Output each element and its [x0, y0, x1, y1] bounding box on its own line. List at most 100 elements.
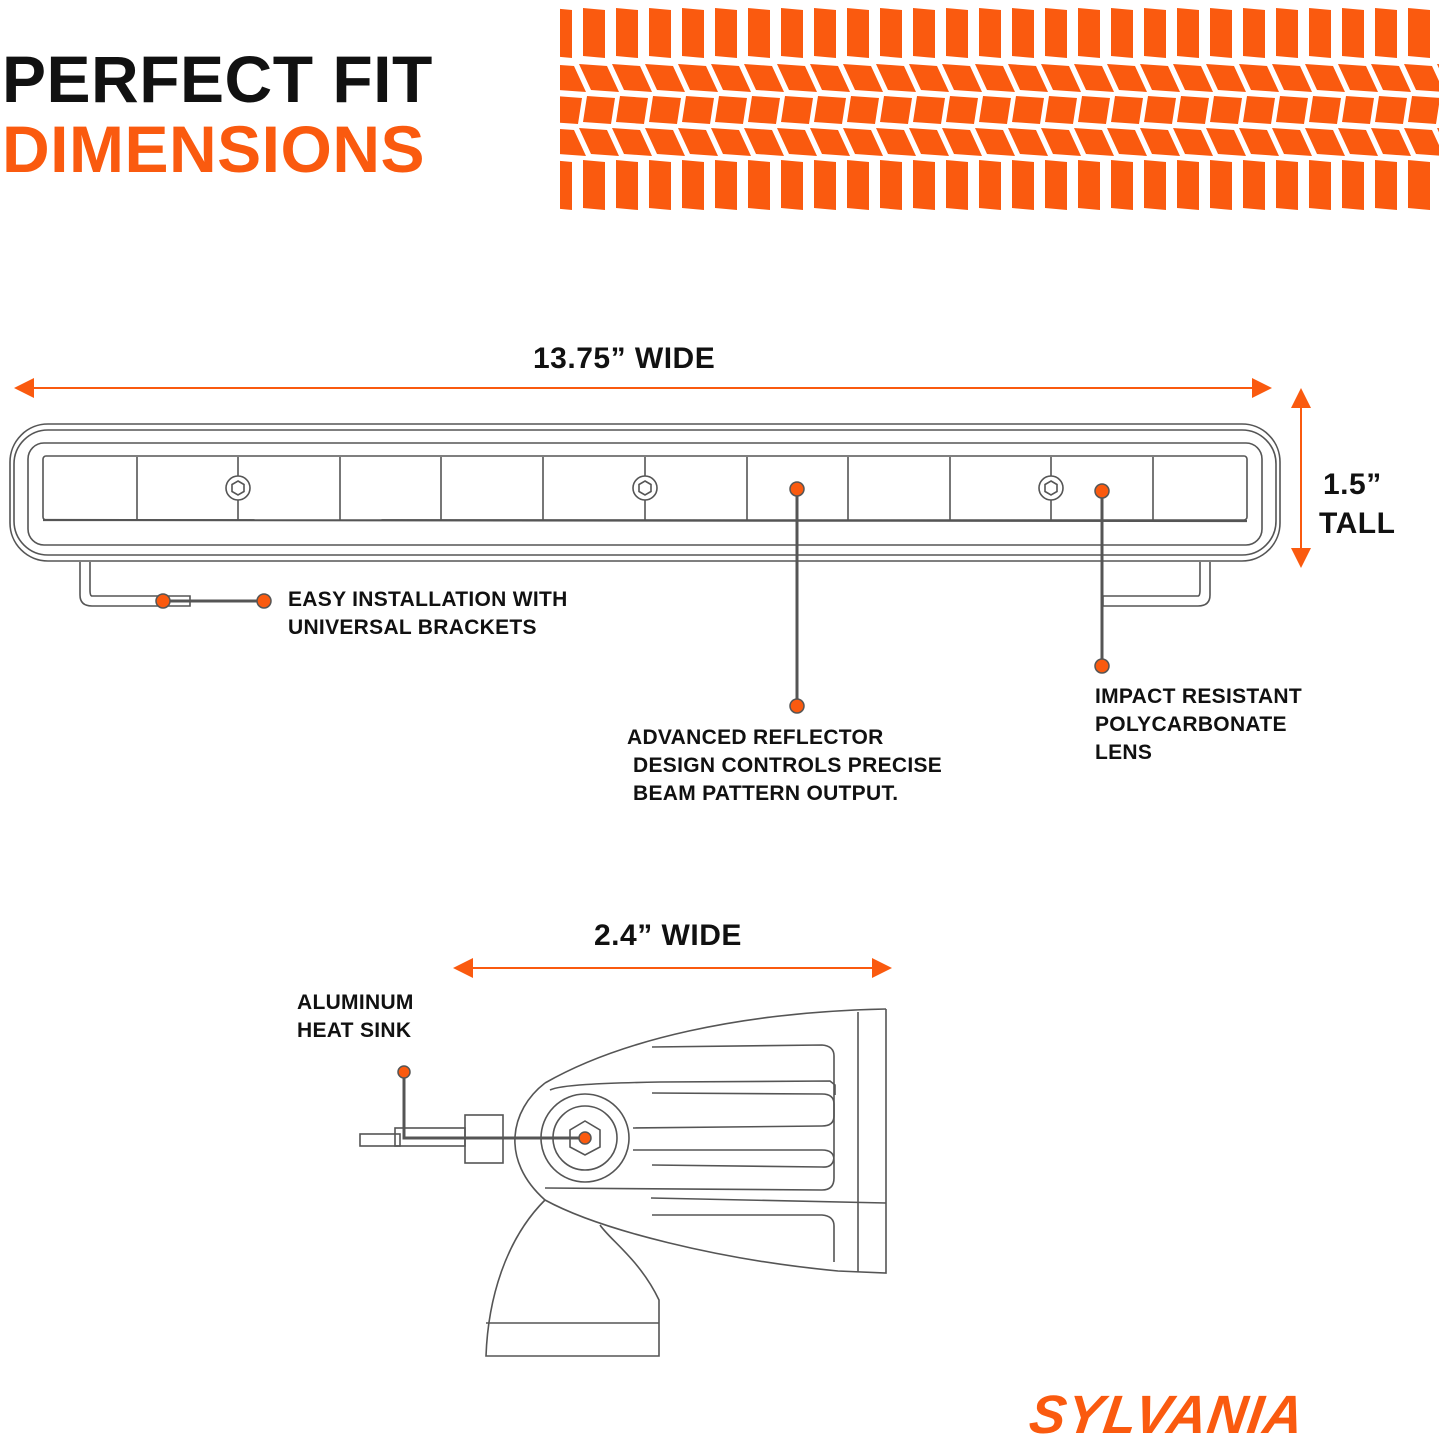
callout-dots [155, 481, 1110, 1145]
tread-block [1045, 160, 1067, 210]
tread-block [946, 160, 968, 210]
tread-block [1305, 64, 1345, 92]
headline-perfect-fit: PERFECT FIT [2, 42, 433, 116]
tread-block [909, 128, 949, 156]
tread-block [1206, 64, 1246, 92]
tread-block [942, 64, 982, 92]
callout-reflector: ADVANCED REFLECTOR DESIGN CONTROLS PRECI… [627, 724, 942, 808]
tread-block [1045, 96, 1077, 124]
tread-block [1408, 160, 1430, 210]
tread-block [1111, 160, 1133, 210]
tread-block [1078, 8, 1100, 58]
bar-height-label-line2: TALL [1319, 507, 1396, 540]
tread-block [583, 160, 605, 210]
tread-block [715, 96, 747, 124]
tread-block [777, 64, 817, 92]
tread-block [975, 128, 1015, 156]
tread-block [979, 96, 1011, 124]
tread-block [1144, 96, 1176, 124]
tread-block [1210, 8, 1232, 58]
callout-lens-line1: IMPACT RESISTANT [1095, 685, 1303, 708]
callout-heatsink-line1: ALUMINUM [297, 991, 414, 1014]
callout-dot-reflector-top [789, 481, 805, 497]
tread-block [880, 96, 912, 124]
tread-block [579, 64, 619, 92]
tread-block [1206, 128, 1246, 156]
tread-block [1375, 8, 1397, 58]
tread-block [715, 160, 737, 210]
callout-dot-heatsink-bolt [578, 1131, 592, 1145]
tread-block [781, 160, 803, 210]
tread-block [1177, 160, 1199, 210]
tread-block [1107, 64, 1147, 92]
tread-block [1173, 128, 1213, 156]
tread-block [880, 160, 902, 210]
bar-width-label: 13.75” WIDE [533, 342, 716, 375]
tread-block [880, 8, 902, 58]
tread-block [744, 64, 784, 92]
tread-block [1309, 8, 1331, 58]
tread-block [1045, 8, 1067, 58]
tread-block [560, 160, 572, 210]
callout-lens: IMPACT RESISTANT POLYCARBONATE LENS [1095, 683, 1302, 767]
tread-block [1111, 8, 1133, 58]
tread-block [583, 8, 605, 58]
tread-block [1408, 8, 1430, 58]
tread-block [1342, 8, 1364, 58]
tread-block [777, 128, 817, 156]
tread-block [583, 96, 615, 124]
tread-block [814, 160, 836, 210]
tread-block [975, 64, 1015, 92]
callout-leaders [163, 489, 1104, 1140]
callout-lens-line2: POLYCARBONATE [1095, 713, 1287, 736]
tread-block [616, 160, 638, 210]
tread-block [1008, 64, 1048, 92]
tread-block [847, 8, 869, 58]
tread-block [1177, 8, 1199, 58]
tread-block [1008, 128, 1048, 156]
tread-block [876, 128, 916, 156]
callout-dot-lens-bottom [1094, 658, 1110, 674]
tread-block [847, 160, 869, 210]
tread-block [1239, 128, 1279, 156]
tread-block [645, 64, 685, 92]
tire-tread-pattern-icon [560, 8, 1439, 210]
tread-block [560, 129, 586, 156]
callout-reflector-line1: ADVANCED REFLECTOR [627, 726, 884, 749]
tread-block [1342, 160, 1364, 210]
headline-dimensions: DIMENSIONS [2, 112, 426, 186]
tread-block [1012, 8, 1034, 58]
callout-heatsink: ALUMINUM HEAT SINK [297, 989, 414, 1045]
callout-reflector-line3: BEAM PATTERN OUTPUT. [633, 782, 899, 805]
tread-block [1404, 128, 1439, 156]
tread-block [909, 64, 949, 92]
tread-block [1243, 160, 1265, 210]
tread-block [913, 96, 945, 124]
tread-block [942, 128, 982, 156]
callout-reflector-line2: DESIGN CONTROLS PRECISE [633, 754, 943, 777]
tread-block [1144, 8, 1166, 58]
tread-block [1140, 64, 1180, 92]
tread-block [1041, 128, 1081, 156]
tread-block [1338, 128, 1378, 156]
tread-block [814, 96, 846, 124]
tread-block [612, 64, 652, 92]
tread-block [560, 8, 572, 58]
tread-block [1371, 128, 1411, 156]
tread-block [1371, 64, 1411, 92]
tread-block [810, 128, 850, 156]
tread-block [1404, 64, 1439, 92]
tread-block [1309, 160, 1331, 210]
tread-block [1074, 64, 1114, 92]
callout-brackets-line1: EASY INSTALLATION WITH [288, 588, 568, 611]
tread-block [1276, 96, 1308, 124]
tread-block [1210, 160, 1232, 210]
side-width-label: 2.4” WIDE [594, 919, 742, 952]
tread-block [810, 64, 850, 92]
callout-heatsink-line2: HEAT SINK [297, 1019, 412, 1042]
tread-block [913, 8, 935, 58]
tread-block [843, 64, 883, 92]
tread-block [1243, 8, 1265, 58]
tread-block [682, 160, 704, 210]
